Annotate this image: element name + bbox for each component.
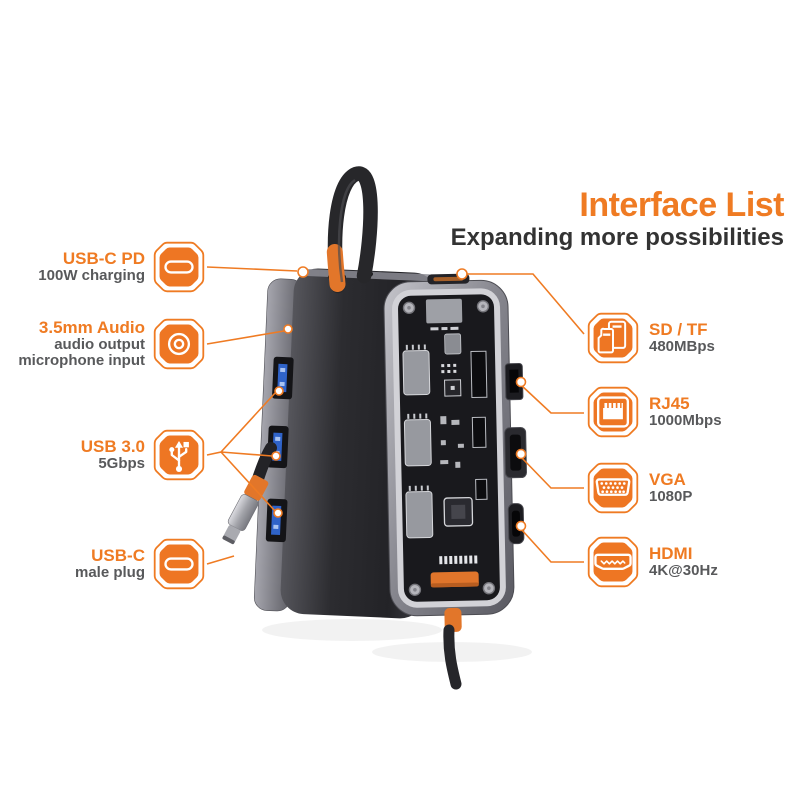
sd-tf-card-icon [587, 312, 639, 364]
pcb-components [402, 298, 488, 588]
callout-markers [271, 266, 527, 532]
callout-subtitle: 100W charging [38, 267, 145, 284]
callout-subtitle: 4K@30Hz [649, 562, 718, 579]
callout-hdmi: HDMI 4K@30Hz [586, 535, 718, 589]
callout-title: HDMI [649, 544, 693, 563]
callout-title: VGA [649, 470, 686, 489]
header: Interface List Expanding more possibilit… [450, 186, 785, 252]
callout-title: USB-C [91, 546, 145, 565]
callout-sd-tf: SD / TF 480MBps [586, 311, 715, 365]
audio-jack-icon [153, 318, 205, 370]
rj45-icon [587, 386, 639, 438]
page-title: Interface List [579, 186, 784, 224]
callout-vga: VGA 1080P [586, 461, 692, 515]
callout-title: USB-C PD [62, 249, 145, 268]
usb-3-icon [153, 429, 205, 481]
screws [402, 300, 496, 596]
cable-orange-sleeve [326, 244, 346, 292]
callout-audio: 3.5mm Audio audio output microphone inpu… [0, 317, 206, 371]
callout-subtitle: audio output [54, 336, 145, 353]
usb-c-male-icon [153, 538, 205, 590]
callout-rj45: RJ45 1000Mbps [586, 385, 722, 439]
callout-subtitle: 1080P [649, 488, 693, 505]
callout-subtitle: 480MBps [649, 338, 715, 355]
usb-c-pd-icon [153, 241, 205, 293]
page-subtitle: Expanding more possibilities [450, 224, 784, 251]
shadow-left-device [262, 619, 442, 641]
callout-usb3: USB 3.0 5Gbps [0, 428, 206, 482]
vga-icon [587, 462, 639, 514]
callout-title: SD / TF [649, 320, 708, 339]
callout-subtitle: 1000Mbps [649, 412, 722, 429]
cable-loop [326, 166, 378, 294]
bottom-cable [443, 624, 462, 690]
callout-title: USB 3.0 [80, 437, 145, 456]
side-ports [504, 363, 527, 545]
callout-lines [206, 266, 585, 565]
callout-subtitle: 5Gbps [98, 455, 145, 472]
callout-title: 3.5mm Audio [38, 318, 145, 337]
hdmi-icon [587, 536, 639, 588]
hub-transparent-view [383, 273, 527, 633]
callout-usb-c-male: USB-C male plug [0, 537, 206, 591]
callout-subtitle: male plug [74, 564, 145, 581]
callout-title: RJ45 [649, 394, 690, 413]
callout-usb-c-pd: USB-C PD 100W charging [0, 240, 206, 294]
callout-subtitle: microphone input [18, 352, 145, 369]
